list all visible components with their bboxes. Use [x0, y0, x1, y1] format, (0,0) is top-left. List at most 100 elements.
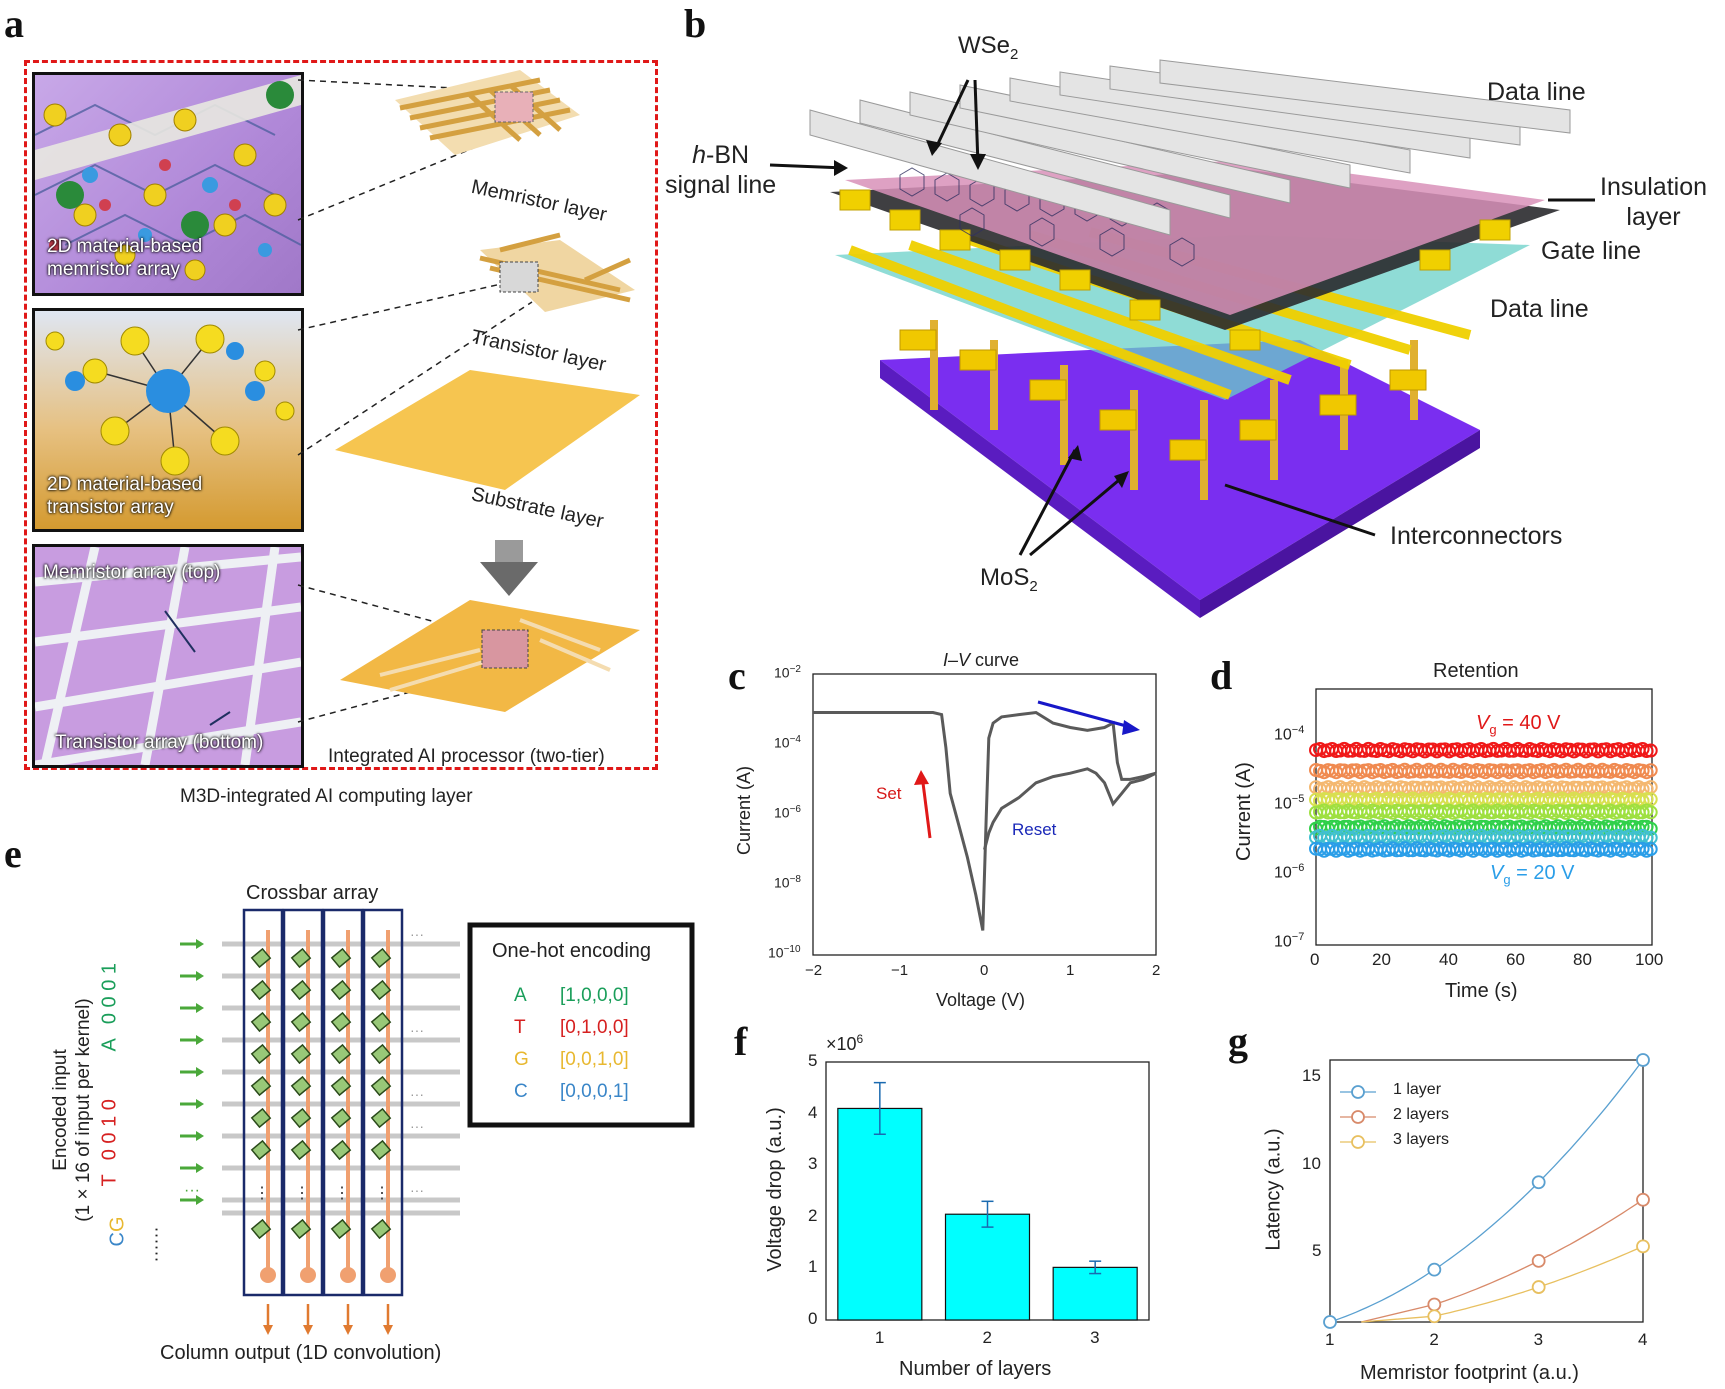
retention-point: [1639, 765, 1654, 780]
retention-point: [1498, 828, 1513, 843]
retention-point: [1413, 764, 1428, 779]
retention-point: [1559, 821, 1573, 835]
d-ytick-exp: −5: [1291, 793, 1305, 805]
retention-point: [1514, 792, 1529, 807]
mos2-subscript: 2: [1029, 577, 1038, 595]
c-ytick-exp: −10: [783, 944, 801, 955]
retention-point: [1353, 792, 1368, 807]
retention-series-7: [1309, 828, 1658, 846]
retention-point: [1643, 830, 1658, 845]
retention-point: [1446, 742, 1461, 757]
retention-point: [1595, 780, 1610, 795]
retention-point: [1357, 780, 1372, 795]
retention-point: [1635, 828, 1650, 843]
retention-point: [1409, 762, 1424, 777]
retention-point: [1337, 819, 1352, 834]
retention-point: [1434, 805, 1448, 820]
retention-point: [1599, 829, 1614, 843]
retention-point: [1470, 763, 1485, 777]
retention-point: [1446, 841, 1461, 856]
seq-t-group: T0 0 1 0: [99, 1047, 122, 1186]
retention-point: [1583, 841, 1598, 856]
retention-point: [1377, 792, 1392, 807]
retention-point: [1603, 820, 1618, 835]
retention-point: [1389, 782, 1404, 797]
output-arrowhead-icon: [303, 1325, 313, 1335]
retention-point: [1607, 780, 1622, 795]
retention-point: [1534, 793, 1549, 808]
retention-point: [1514, 782, 1529, 797]
retention-point: [1373, 742, 1388, 756]
retention-point: [1317, 792, 1332, 806]
retention-point: [1446, 780, 1461, 795]
caption-line: 2D material-based: [47, 474, 203, 495]
retention-point: [1361, 794, 1376, 808]
retention-point: [1450, 842, 1465, 857]
transistor-atoms-illustration: [45, 324, 295, 476]
retention-point: [1599, 764, 1614, 779]
retention-point: [1555, 764, 1569, 779]
panel-d-title: Retention: [1433, 660, 1519, 682]
panel-g-ylabel: Latency (a.u.): [1262, 1128, 1285, 1251]
retention-point: [1353, 803, 1368, 818]
retention-point: [1434, 829, 1448, 844]
retention-point: [1309, 792, 1323, 807]
retention-point: [1498, 820, 1513, 834]
retention-point: [1341, 781, 1356, 796]
f-ytick: 2: [808, 1205, 818, 1225]
retention-point: [1337, 841, 1352, 856]
retention-point: [1538, 803, 1553, 818]
panel-a-frame: [24, 60, 658, 770]
retention-point: [1345, 805, 1360, 820]
retention-point: [1587, 742, 1602, 757]
retention-point: [1401, 819, 1416, 834]
retention-point: [1498, 805, 1513, 820]
retention-point: [1421, 742, 1436, 757]
encoding-code: [1,0,0,0]: [560, 985, 629, 1006]
retention-point: [1542, 831, 1557, 846]
memristor-cell: [290, 1139, 312, 1161]
d-top-rest: = 40 V: [1496, 712, 1561, 734]
retention-point: [1563, 793, 1577, 808]
g-ytick: 5: [1312, 1241, 1322, 1261]
retention-point: [1325, 794, 1340, 809]
retention-point: [1555, 744, 1569, 759]
c-ytick: 10−4: [774, 734, 801, 751]
retention-point: [1321, 830, 1336, 845]
retention-point: [1563, 829, 1577, 844]
retention-point: [1341, 743, 1356, 758]
retention-point: [1534, 781, 1549, 796]
reset-label: Reset: [1012, 820, 1057, 839]
retention-point: [1518, 791, 1533, 806]
retention-point: [1442, 781, 1457, 795]
panel-f-xlabel: Number of layers: [899, 1358, 1052, 1380]
row-continuation-dots: ···: [410, 926, 424, 942]
retention-point: [1482, 805, 1497, 820]
reset-arrow-icon: [1037, 700, 1131, 729]
set-label: Set: [876, 784, 902, 803]
retention-point: [1470, 805, 1485, 820]
retention-point: [1309, 821, 1323, 836]
retention-point: [1559, 762, 1573, 777]
retention-point: [1462, 794, 1477, 808]
retention-point: [1550, 764, 1565, 779]
retention-point: [1425, 793, 1440, 808]
f-ytick: 4: [808, 1102, 818, 1122]
retention-point: [1563, 742, 1577, 757]
retention-point: [1550, 793, 1565, 808]
retention-point: [1502, 743, 1517, 758]
retention-point: [1470, 792, 1485, 807]
retention-point: [1381, 821, 1396, 836]
retention-point: [1389, 765, 1404, 779]
retention-point: [1329, 803, 1344, 818]
encoding-code: [0,0,0,1]: [560, 1081, 629, 1102]
c-ytick-exp: −4: [789, 734, 801, 745]
memristor-cell: [330, 1011, 352, 1033]
retention-series-2: [1309, 762, 1658, 780]
retention-point: [1559, 780, 1573, 795]
retention-point: [1619, 763, 1634, 777]
retention-point: [1510, 763, 1525, 778]
d-ytick-exp: −6: [1291, 862, 1305, 874]
retention-point: [1559, 793, 1573, 808]
retention-point: [1599, 782, 1614, 797]
